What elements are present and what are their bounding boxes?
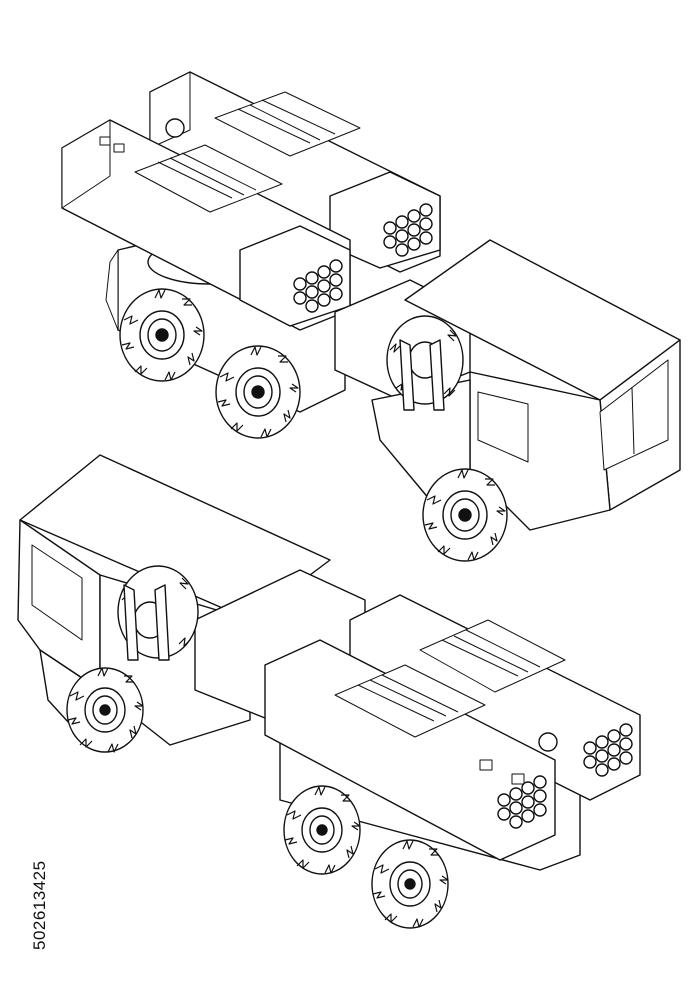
tube-ends-back — [383, 203, 433, 257]
wheel-lower-1 — [283, 785, 361, 875]
cab-windshield — [599, 359, 669, 471]
rocket-launcher-truck-upper — [61, 71, 681, 562]
spare-wheel-upper — [386, 315, 464, 411]
wheel-upper-2 — [215, 345, 301, 439]
tube-ends-front-lower — [497, 775, 547, 829]
wheel-lower-2 — [371, 839, 449, 929]
wheel-lower-front — [66, 667, 144, 753]
rocket-launcher-truck-lower — [17, 454, 641, 929]
wheel-upper-front — [422, 468, 508, 562]
spare-wheel-lower — [117, 565, 199, 661]
tube-ends-front — [293, 259, 343, 313]
cab-windshield-lower — [31, 544, 83, 641]
tube-ends-back-lower — [583, 723, 633, 777]
stock-image-id: 502613425 — [30, 860, 49, 950]
wheel-upper-1 — [119, 288, 205, 382]
cab-side-window — [477, 391, 529, 463]
